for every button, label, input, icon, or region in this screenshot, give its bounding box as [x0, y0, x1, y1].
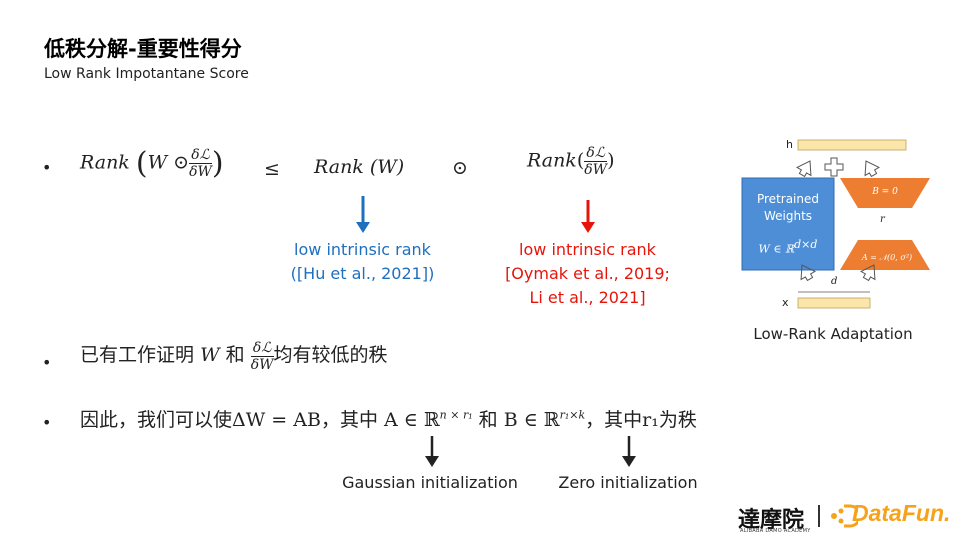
pretrained-weights-box — [741, 177, 835, 271]
rank-word: Rank — [80, 151, 130, 174]
bullet3-sup1: n × r₁ — [439, 408, 473, 422]
bullet2-prefix: 已有工作证明 — [80, 344, 195, 366]
zero-init-label: Zero initialization — [558, 473, 698, 492]
red-annotation-line2: [Oymak et al., 2019; — [505, 264, 670, 283]
datafun-logo-text: DataFun. — [852, 500, 951, 526]
up-arrow-right — [864, 160, 880, 178]
leq-symbol: ≤ — [264, 158, 280, 180]
red-annotation-line1: low intrinsic rank — [519, 240, 656, 259]
up-arrow-bottom-right — [860, 264, 876, 282]
x-label: x — [782, 296, 789, 309]
bullet2-suffix: 均有较低的秩 — [273, 344, 388, 366]
red-annotation-line3: Li et al., 2021] — [529, 288, 646, 307]
blue-down-arrow — [356, 196, 370, 233]
rank-word-2: Rank — [527, 149, 577, 172]
bullet3-suffix: ，其中r₁为秩 — [585, 409, 697, 431]
up-arrow-bottom-left — [800, 264, 816, 282]
blue-annotation-line1: low intrinsic rank — [294, 240, 431, 259]
odot-symbol-2: ⊙ — [452, 157, 468, 179]
B-trapezoid — [840, 178, 930, 208]
logo-divider — [818, 505, 820, 527]
h-label: h — [786, 138, 793, 151]
damo-logo-cn: 達摩院 — [738, 507, 805, 533]
h-bar — [797, 139, 907, 151]
right-paren: ) — [211, 146, 224, 181]
formula-W: W — [147, 151, 168, 174]
bullet3-mid1: 其中 A ∈ ℝ — [339, 409, 440, 431]
bullet-dot: • — [42, 158, 52, 177]
bullet3-delta: ΔW = AB， — [232, 409, 340, 431]
x-bar — [797, 297, 871, 309]
bullet2-W: W — [200, 344, 220, 366]
red-down-arrow — [581, 200, 595, 233]
rank-W: Rank (W) — [314, 156, 405, 178]
gaussian-init-label: Gaussian initialization — [342, 473, 518, 492]
d-label: d — [831, 276, 838, 287]
A-label: A = 𝒩(0, σ²) — [861, 253, 913, 262]
bullet-dot-3: • — [42, 413, 52, 432]
up-arrow-left — [796, 160, 812, 178]
r-label: r — [880, 214, 885, 225]
lora-shapes — [741, 139, 930, 309]
bullet2-frac-num: δℒ — [250, 341, 274, 357]
datafun-logo-icon — [831, 504, 858, 528]
left-paren: ( — [135, 146, 148, 181]
gaussian-arrow — [425, 436, 439, 467]
zero-arrow — [622, 436, 636, 467]
damo-logo-en: ALIBABA DAMO ACADEMY — [740, 528, 811, 534]
bullet3-sup2: r₁×k — [559, 408, 586, 422]
frac-num: δℒ — [189, 148, 212, 164]
lora-diagram: h x Pretrained Weights W ∈ ℝd×d B = 0 r … — [740, 136, 940, 316]
slide-subtitle: Low Rank Impotantane Score — [44, 66, 249, 82]
slide-title: 低秩分解-重要性得分 — [44, 37, 242, 61]
B-label: B = 0 — [872, 187, 898, 197]
pretrained-label-1: Pretrained — [756, 192, 819, 206]
A-trapezoid — [840, 240, 930, 270]
w-dim-text: W ∈ ℝ — [758, 242, 795, 256]
frac-den: δW — [189, 164, 212, 180]
bullet-dot-2: • — [42, 353, 52, 372]
w-dim-sup: d×d — [794, 238, 818, 251]
frac-den-2: δW — [584, 162, 608, 178]
bullet3-prefix: 因此，我们可以使 — [80, 409, 233, 431]
bullet2-frac-den: δW — [250, 356, 274, 373]
bullet2-and: 和 — [225, 344, 245, 366]
w-dim-label: W ∈ ℝd×d — [742, 238, 834, 256]
frac-num-2: δℒ — [584, 146, 608, 162]
bullet3-text: 因此，我们可以使ΔW = AB，其中 A ∈ ℝn × r₁ 和 B ∈ ℝr₁… — [80, 405, 697, 432]
plus-icon — [824, 157, 844, 177]
odot-symbol: ⊙ — [173, 151, 190, 174]
blue-annotation-line2: ([Hu et al., 2021]) — [290, 264, 435, 283]
bullet3-mid2: 和 B ∈ ℝ — [472, 409, 560, 431]
pretrained-label-2: Weights — [763, 209, 813, 223]
lora-caption: Low-Rank Adaptation — [753, 325, 913, 343]
